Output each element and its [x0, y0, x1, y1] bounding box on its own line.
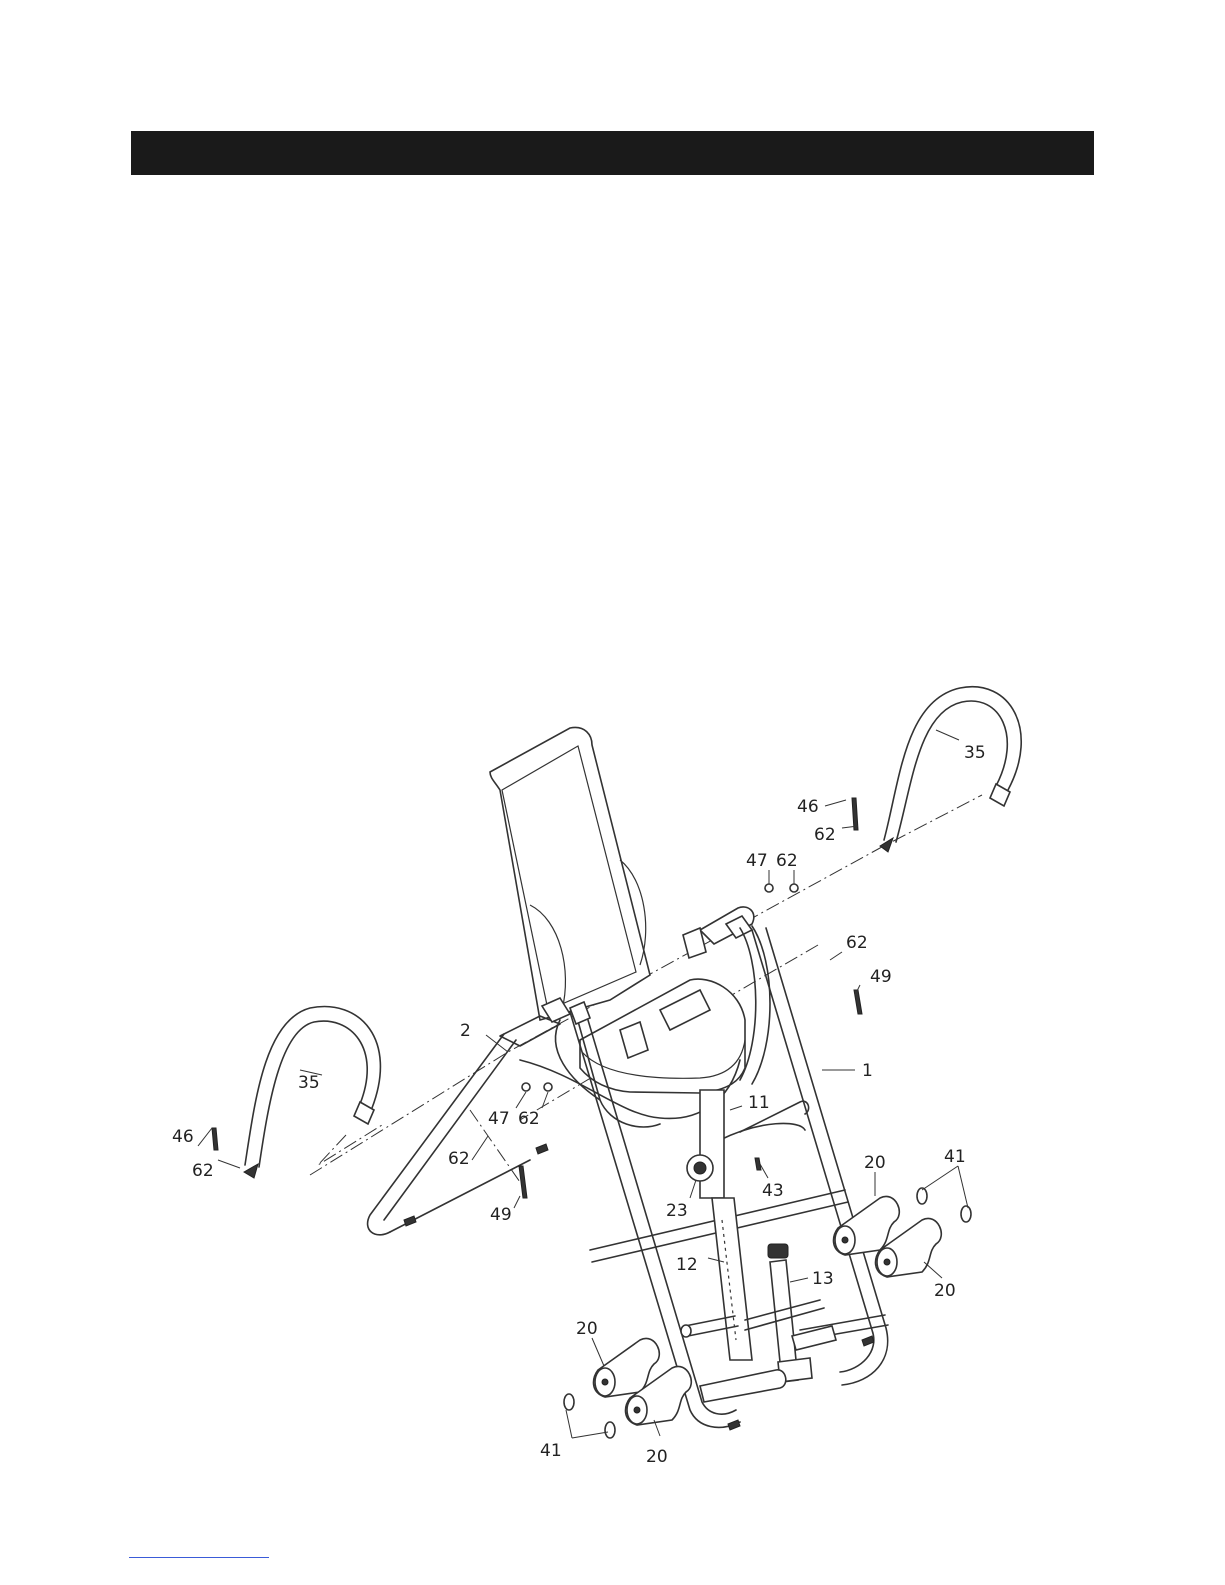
callout-46-right: 46 [797, 797, 819, 817]
callout-62-left-a: 62 [192, 1161, 214, 1181]
callout-49-left: 49 [490, 1205, 512, 1225]
handle-right [880, 687, 1021, 852]
callout-35-left: 35 [298, 1073, 320, 1093]
callout-20-upper-right: 20 [864, 1153, 886, 1173]
callout-11: 11 [748, 1093, 770, 1113]
callout-12: 12 [676, 1255, 698, 1275]
callout-47-left: 47 [488, 1109, 510, 1129]
end-caps [564, 1188, 971, 1438]
callout-46-left: 46 [172, 1127, 194, 1147]
callout-62-left-b: 62 [518, 1109, 540, 1129]
backrest [490, 727, 650, 1020]
callout-62-left-c: 62 [448, 1149, 470, 1169]
callout-49-right: 49 [870, 967, 892, 987]
callout-20-lower-right: 20 [934, 1281, 956, 1301]
callout-2: 2 [460, 1021, 471, 1041]
callout-41-right: 41 [944, 1147, 966, 1167]
callout-13: 13 [812, 1269, 834, 1289]
callout-62-right-c: 62 [846, 933, 868, 953]
footer-underline [129, 1557, 269, 1558]
callout-20-upper-left: 20 [576, 1319, 598, 1339]
callout-20-lower-left: 20 [646, 1447, 668, 1467]
callout-23: 23 [666, 1201, 688, 1221]
callout-47-right: 47 [746, 851, 768, 871]
callout-41-left: 41 [540, 1441, 562, 1461]
callout-62-right-b: 62 [776, 851, 798, 871]
callout-62-right-a: 62 [814, 825, 836, 845]
ankle-holder [681, 1244, 888, 1402]
callout-35-right: 35 [964, 743, 986, 763]
callout-43: 43 [762, 1181, 784, 1201]
callout-1: 1 [862, 1061, 873, 1081]
